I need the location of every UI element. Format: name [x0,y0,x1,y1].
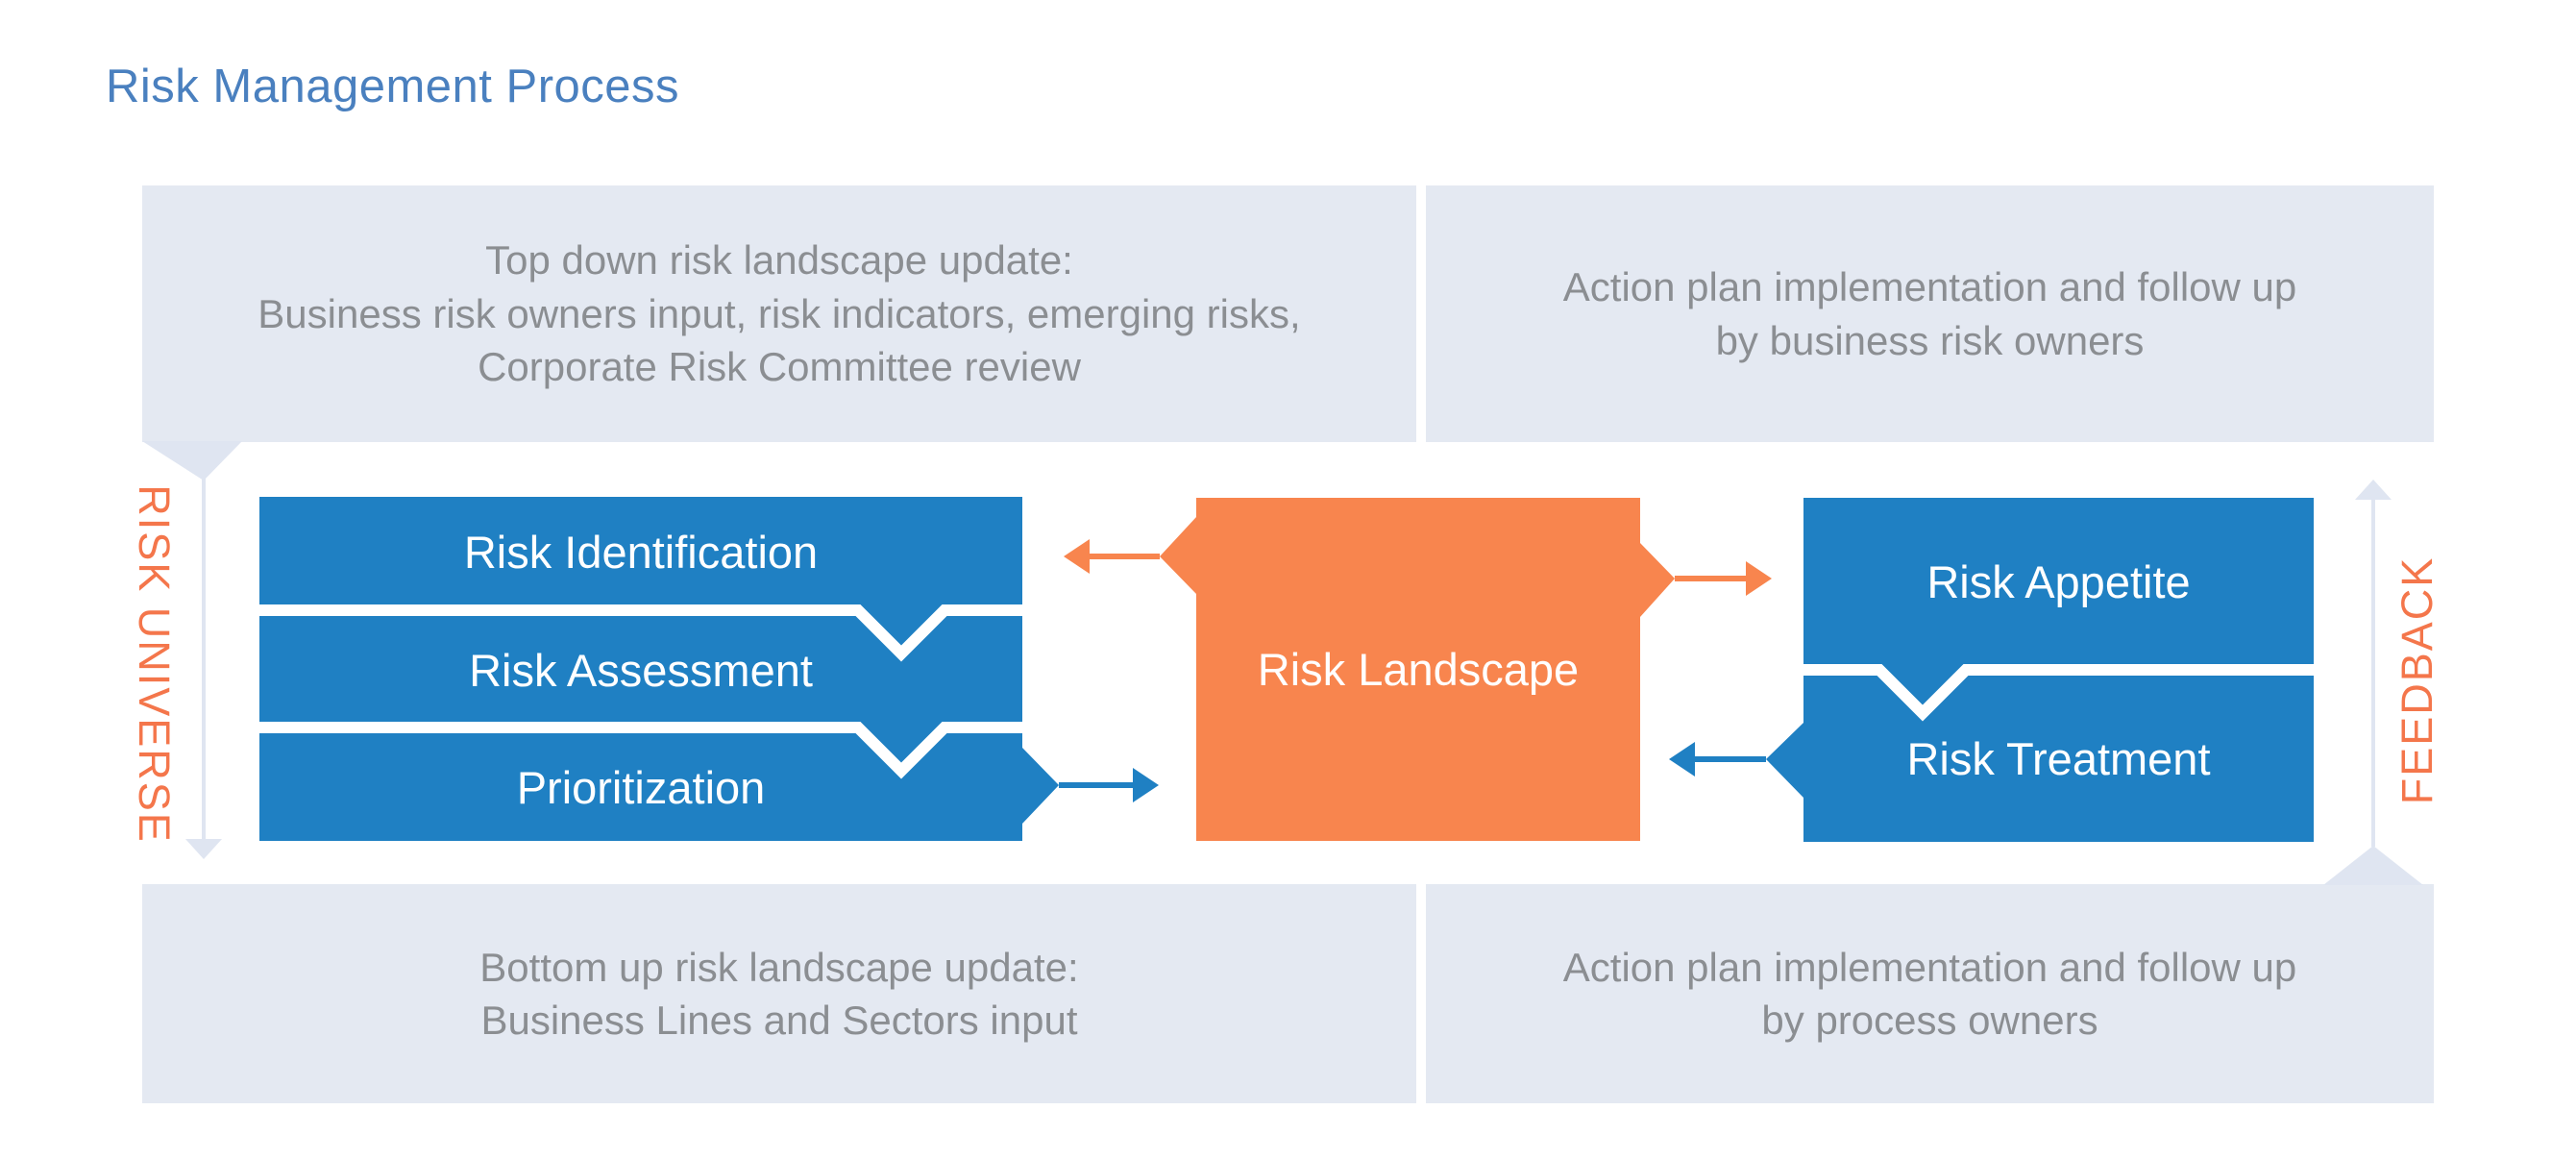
panel-text-line: by business risk owners [1715,317,2145,363]
step-divider-chevron [259,722,1022,779]
arrowhead-left-icon [1064,539,1090,574]
panel-bottom-up-update: Bottom up risk landscape update: Busines… [142,884,1416,1103]
vertical-line [2371,498,2375,847]
step-divider-chevron [1803,664,2314,722]
panel-top-down-update: Top down risk landscape update: Business… [142,185,1416,442]
risk-landscape-shape [1160,498,1675,841]
left-steps-block [259,497,1022,841]
panel-text-line: Action plan implementation and follow up [1562,944,2297,990]
right-step-stack [1766,498,2314,842]
arrowhead-down-icon [185,839,222,859]
panel-text-line: Bottom up risk landscape update: [479,944,1079,990]
arrow-landscape-to-appetite [1675,561,1772,596]
panel-text-line: Business Lines and Sectors input [480,998,1078,1043]
page-title: Risk Management Process [106,61,680,112]
panel-text-line: Action plan implementation and follow up [1562,264,2297,310]
prioritization-output-tab [1022,748,1059,824]
left-step-stack [259,497,1059,841]
arrowhead-right-icon [1746,561,1772,596]
arrow-landscape-to-identification [1064,539,1160,574]
panel-text-line: Business risk owners input, risk indicat… [258,290,1301,336]
panel-action-plan-process-owners: Action plan implementation and follow up… [1426,884,2434,1103]
chevron-down-tab [142,441,242,481]
vertical-line [202,479,206,842]
arrow-treatment-to-landscape [1669,742,1766,777]
chevron-up-tab [2323,846,2423,885]
panel-text-line: Corporate Risk Committee review [478,344,1081,390]
arrowhead-up-icon [2355,480,2392,500]
panel-text-line: by process owners [1761,998,2098,1043]
step-divider-chevron [259,604,1022,662]
panel-action-plan-business-owners: Action plan implementation and follow up… [1426,185,2434,442]
risk-universe-flow-arrow [142,441,242,859]
arrowhead-right-icon [1133,768,1159,802]
panel-text-line: Top down risk landscape update: [485,237,1073,284]
arrow-prioritization-to-landscape [1059,768,1159,802]
treatment-output-tab [1766,723,1803,798]
arrowhead-left-icon [1669,742,1695,777]
feedback-flow-arrow [2323,480,2423,885]
